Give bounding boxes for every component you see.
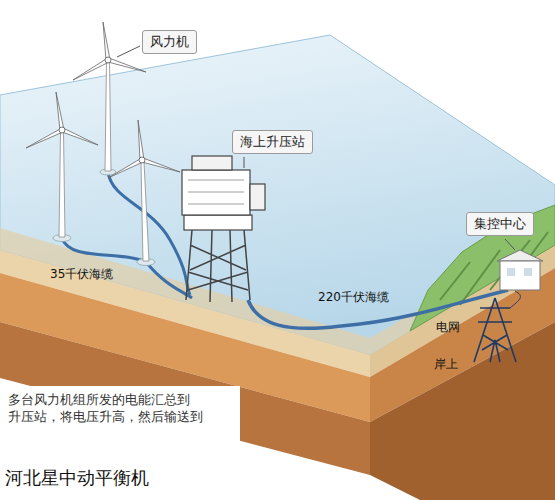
turbine-blade	[138, 120, 144, 160]
part-label: 220千伏海缆	[318, 290, 389, 306]
turbine-hub	[105, 57, 111, 63]
turbine-blade	[56, 92, 64, 130]
shore-hill	[410, 205, 555, 331]
turbine-hub	[59, 127, 65, 133]
building-window	[507, 268, 515, 276]
callout-text: 风力机	[150, 34, 189, 50]
callout-box: 海上升压站	[232, 130, 313, 154]
caption-ground	[0, 386, 240, 500]
offshore-substation	[182, 156, 265, 302]
wind-turbine	[73, 22, 146, 175]
callout-text: 海上升压站	[240, 134, 305, 150]
part-label: 35千伏海缆	[50, 267, 113, 283]
turbine-tower	[59, 132, 65, 237]
building-roof	[497, 250, 543, 261]
substation-annex	[250, 184, 265, 210]
rock-layer-side	[370, 322, 555, 500]
callout-box: 风力机	[142, 30, 197, 54]
substation-deck	[184, 215, 252, 230]
part-label: 岸上	[434, 357, 458, 373]
power-line	[510, 291, 520, 308]
cable-35kv	[108, 172, 190, 295]
turbine-hub	[139, 157, 145, 163]
turbine-blade	[103, 22, 110, 60]
caption-note: 多台风力机组所发的电能汇总到 升压站，将电压升高，然后输送到	[8, 392, 230, 426]
turbine-blade	[142, 158, 180, 172]
substation-lines	[188, 180, 244, 204]
turbine-blade	[108, 58, 146, 72]
turbine-tower	[141, 162, 149, 261]
control-building	[500, 261, 540, 290]
turbine-blade	[62, 128, 98, 145]
turbine-blade	[73, 59, 109, 80]
building-window	[524, 268, 532, 276]
part-label: 电网	[436, 320, 460, 336]
leader-line	[244, 157, 245, 168]
wind-turbine	[26, 92, 98, 242]
cable-35kv	[62, 238, 146, 262]
substation-top	[192, 156, 232, 170]
turbine-blade	[108, 159, 143, 178]
callout-text: 集控中心	[474, 216, 526, 232]
jacket-legs	[186, 230, 250, 302]
substation-housing	[182, 170, 250, 215]
leader-line	[505, 239, 515, 250]
turbine-tower	[105, 62, 111, 171]
callout-box: 集控中心	[466, 212, 534, 236]
watermark: 河北星中动平衡机	[5, 466, 149, 489]
cable-220kv	[248, 290, 508, 328]
turbine-blade	[26, 129, 63, 148]
leader-line	[117, 46, 140, 57]
cable-35kv	[146, 262, 192, 298]
wind-turbine	[108, 120, 180, 266]
